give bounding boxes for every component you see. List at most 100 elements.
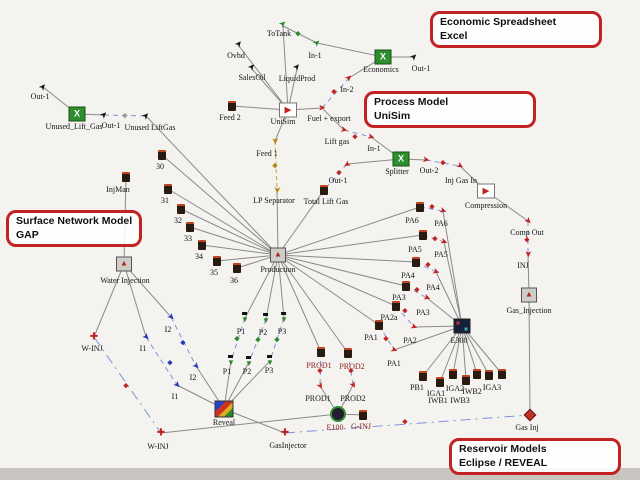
feed2-well[interactable] xyxy=(228,101,236,111)
i1-lower[interactable]: ➤ xyxy=(171,378,184,391)
iga1-well-label: IGA1 xyxy=(426,389,446,398)
prod2-well[interactable] xyxy=(344,348,352,358)
link-diamond: ◆ xyxy=(234,334,240,343)
iwb2-well[interactable] xyxy=(473,369,481,379)
salesoil-arrow[interactable]: ➤ xyxy=(245,60,258,73)
iwb1-well[interactable] xyxy=(462,375,470,385)
link-diamond: ◆ xyxy=(425,260,431,269)
injman-well[interactable] xyxy=(122,172,130,182)
gas-inj-node-label: Gas Inj xyxy=(515,423,539,432)
pa5-right-label: PA5 xyxy=(434,250,448,259)
economics-excel[interactable]: X xyxy=(374,49,392,65)
g-inj-well-label: G-INJ xyxy=(351,422,371,431)
splitter-excel[interactable]: X xyxy=(392,151,410,167)
gas-inj-node[interactable] xyxy=(523,408,537,422)
lp-separator-node[interactable]: ➤ xyxy=(272,186,283,194)
pa1-right[interactable]: ➤ xyxy=(388,343,400,356)
out2-node[interactable]: ➤ xyxy=(421,153,431,166)
p3-upper[interactable]: ▼ xyxy=(280,312,288,324)
ovhd-arrow-label: Ovhd xyxy=(227,51,245,60)
unused-lift-gas-excel[interactable]: X xyxy=(68,106,86,122)
well-34[interactable] xyxy=(198,240,206,250)
well-36[interactable] xyxy=(233,263,241,273)
i2-upper[interactable]: ➤ xyxy=(165,310,178,323)
water-injection-node[interactable]: ▲ xyxy=(116,256,132,272)
pa6-left[interactable] xyxy=(416,202,424,212)
in2-node[interactable]: ➤ xyxy=(342,71,355,84)
p1-lower[interactable]: ▼ xyxy=(227,355,235,367)
prod2-link[interactable]: ➤ xyxy=(347,378,360,391)
pa4-left[interactable] xyxy=(412,257,420,267)
comp-out-node[interactable]: ➤ xyxy=(522,214,535,227)
out1-export-arrow[interactable]: ➤ xyxy=(36,80,49,93)
splitter-out1-node-label: Out-1 xyxy=(328,176,348,185)
link-diamond: ◆ xyxy=(348,366,354,375)
pa3-left[interactable] xyxy=(402,281,410,291)
feed1-node[interactable]: ➤ xyxy=(270,137,281,145)
inj-node[interactable]: ➤ xyxy=(523,250,534,258)
well-30[interactable] xyxy=(158,150,166,160)
well-35[interactable] xyxy=(213,256,221,266)
unused-out1-arrow[interactable]: ➤ xyxy=(97,108,110,121)
pa1-left-label: PA1 xyxy=(364,333,378,342)
gasinjector-node[interactable]: ✚ xyxy=(280,427,290,439)
unisim-node[interactable]: ▶ xyxy=(279,102,297,118)
e100-node[interactable] xyxy=(330,406,346,422)
p1-upper[interactable]: ▼ xyxy=(241,312,249,324)
pa5-left[interactable] xyxy=(419,230,427,240)
g-inj-well[interactable] xyxy=(359,410,367,420)
gas-injection-node[interactable]: ▲ xyxy=(521,287,537,303)
edge xyxy=(277,254,349,354)
pa1-left[interactable] xyxy=(375,320,383,330)
well-32[interactable] xyxy=(177,204,185,214)
economics-out1-arrow[interactable]: ➤ xyxy=(407,50,420,63)
pa4-right[interactable]: ➤ xyxy=(430,265,442,278)
compression-node[interactable]: ▶ xyxy=(477,183,495,199)
well-32-label: 32 xyxy=(174,216,182,225)
reveal-node[interactable] xyxy=(214,400,234,418)
e300-node[interactable] xyxy=(453,318,471,334)
pa5-right[interactable]: ➤ xyxy=(438,235,450,248)
well-36-label: 36 xyxy=(230,276,238,285)
iga2-well[interactable] xyxy=(449,369,457,379)
p2-upper[interactable]: ▼ xyxy=(262,313,270,325)
pa2-right[interactable]: ➤ xyxy=(408,320,420,333)
fuel-export-node[interactable]: ➤ xyxy=(318,102,326,113)
edge xyxy=(265,254,279,320)
splitter-excel-label: Splitter xyxy=(385,167,409,176)
well-31[interactable] xyxy=(164,184,172,194)
p3-upper-label: P3 xyxy=(277,327,287,336)
liquidprod-arrow[interactable]: ➤ xyxy=(290,60,303,73)
liftgas-node[interactable]: ➤ xyxy=(339,123,350,136)
edge xyxy=(461,325,490,376)
prod1-link[interactable]: ➤ xyxy=(314,379,327,392)
w-inj-upper[interactable]: ✚ xyxy=(89,331,99,343)
p2-lower[interactable]: ▼ xyxy=(245,356,253,368)
inj-gas-in-node[interactable]: ➤ xyxy=(454,159,467,172)
iga1-well[interactable] xyxy=(436,377,444,387)
iga3-well[interactable] xyxy=(498,369,506,379)
reveal-node-label: Reveal xyxy=(212,418,236,427)
total-lift-gas-well[interactable] xyxy=(320,185,328,195)
production-node[interactable]: ▲ xyxy=(270,247,286,263)
well-33[interactable] xyxy=(186,222,194,232)
link-diamond: ◆ xyxy=(414,285,420,294)
i1-upper[interactable]: ➤ xyxy=(140,330,153,343)
unused-liftgas-arrow[interactable]: ➤ xyxy=(139,109,152,122)
prod1-well[interactable] xyxy=(317,347,325,357)
pa2a-left[interactable] xyxy=(392,301,400,311)
w-inj-lower[interactable]: ✚ xyxy=(156,427,166,439)
iwb3-well[interactable] xyxy=(485,370,493,380)
pa6-right[interactable]: ➤ xyxy=(437,204,449,217)
in1-economics-arrow[interactable]: ➤ xyxy=(310,36,323,49)
pb1-well[interactable] xyxy=(419,371,427,381)
in1-splitter-node[interactable]: ➤ xyxy=(366,130,377,143)
pa4-left-label: PA4 xyxy=(401,271,415,280)
prod1-well-label: PROD1 xyxy=(306,361,332,370)
pa3-right[interactable]: ➤ xyxy=(421,291,433,304)
p3-lower[interactable]: ▼ xyxy=(266,355,274,367)
i2-lower[interactable]: ➤ xyxy=(190,359,203,372)
totank-arrow[interactable]: ➤ xyxy=(276,17,289,30)
splitter-out1-node[interactable]: ➤ xyxy=(341,158,354,171)
ovhd-arrow[interactable]: ➤ xyxy=(232,37,245,50)
